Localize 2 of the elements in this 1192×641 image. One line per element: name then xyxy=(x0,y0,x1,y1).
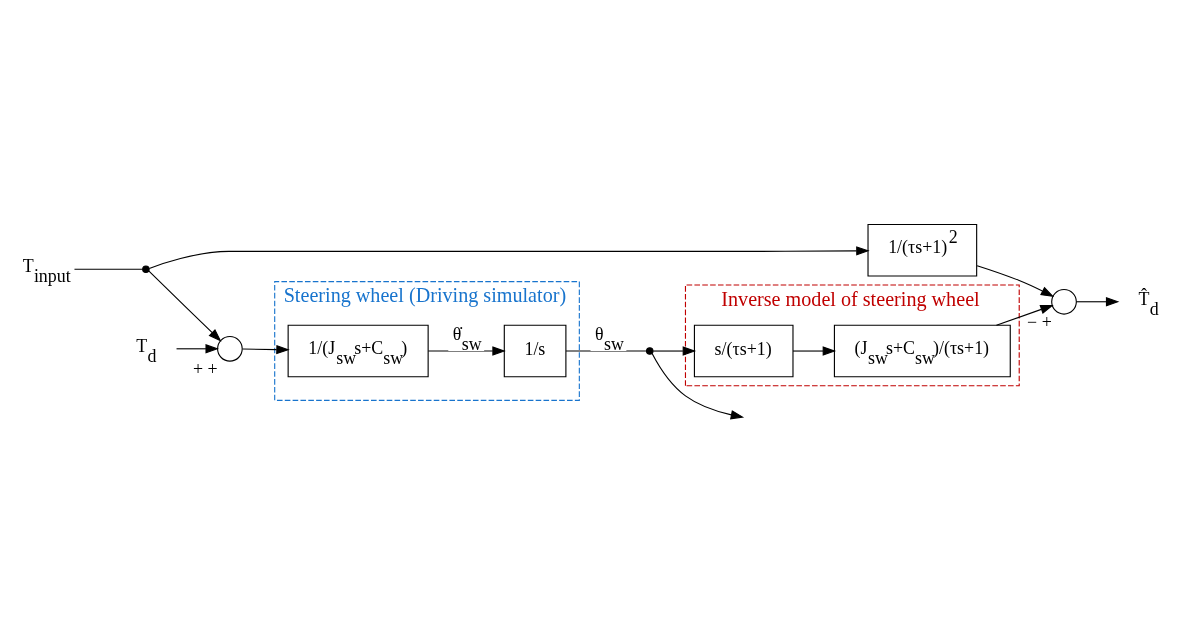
node-label: + + xyxy=(192,358,218,379)
node-label: − + xyxy=(1027,311,1052,332)
